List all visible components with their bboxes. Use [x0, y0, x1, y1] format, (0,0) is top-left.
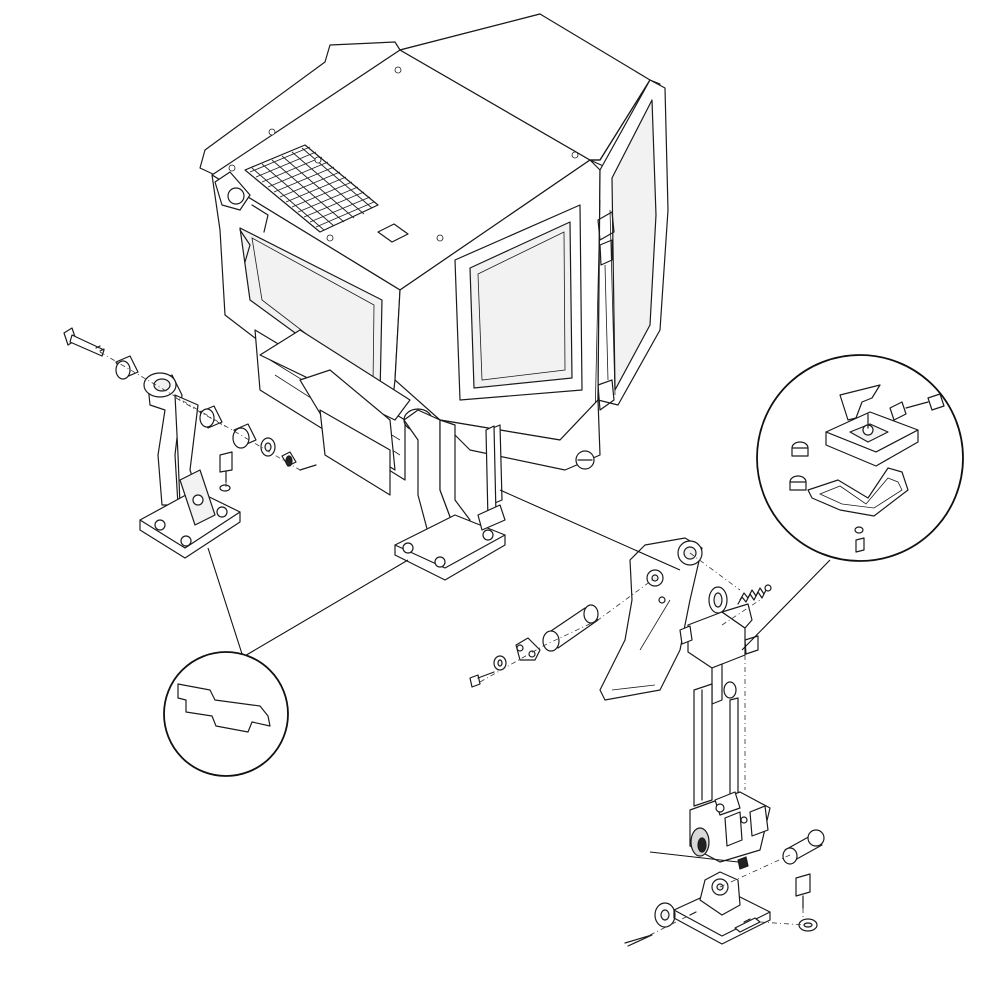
valve-detail [756, 354, 964, 562]
mount-pin [782, 829, 825, 865]
left-support-bracket [139, 372, 241, 559]
pivot-pin [542, 604, 599, 652]
right-support-bracket [394, 408, 506, 581]
nut [281, 451, 297, 467]
assembly-centerlines [99, 351, 859, 936]
cap-screw [219, 451, 864, 909]
tilt-arm [599, 537, 703, 701]
grease-fitting [649, 851, 749, 870]
pivot-bolt [63, 327, 105, 357]
hinge-pin [232, 423, 257, 449]
cotter-pin [299, 464, 653, 947]
spacer-bushing [115, 355, 223, 429]
tension-spring [737, 584, 772, 605]
roof-screws [228, 66, 579, 242]
leader-lines [207, 489, 831, 658]
shim-detail [163, 651, 289, 777]
roof-vent-grille [244, 144, 379, 233]
lock-plate [515, 637, 541, 661]
cab-body [199, 13, 669, 506]
tilt-cylinder [679, 586, 771, 863]
cylinder-base-mount [673, 871, 771, 945]
